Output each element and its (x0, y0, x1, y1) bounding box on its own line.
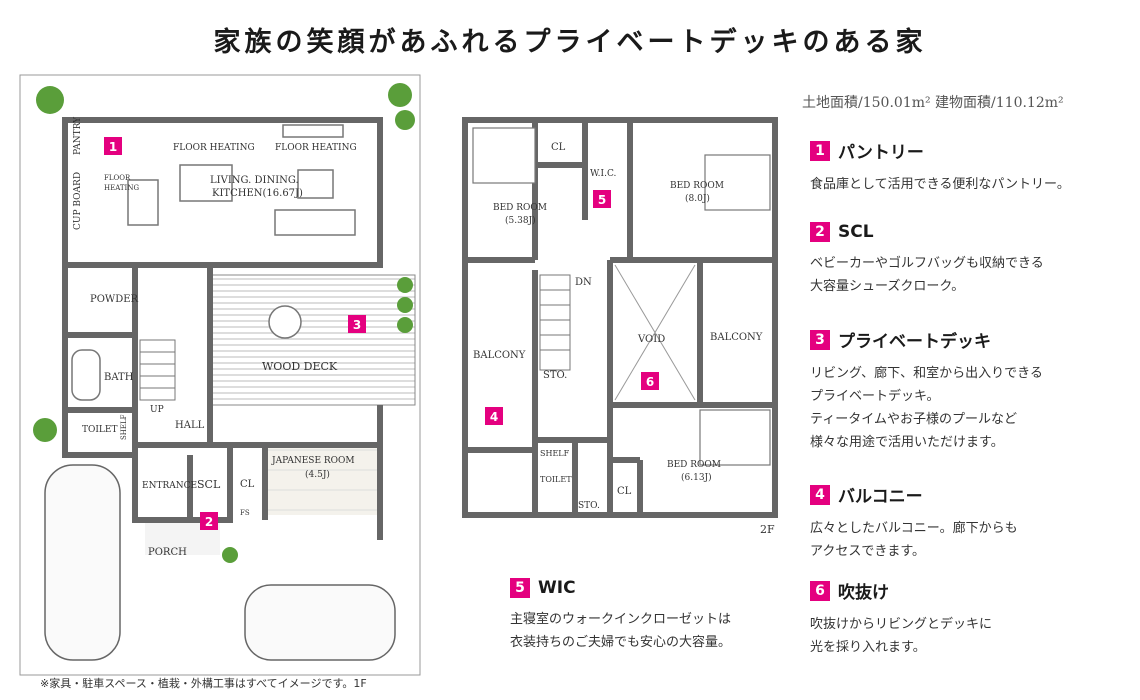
desc-number: 6 (810, 580, 830, 601)
label-bed3-size: (6.13J) (681, 472, 712, 483)
label-cl: CL (240, 479, 255, 490)
label-balcony2: BALCONY (710, 332, 763, 343)
desc-line: 光を採り入れます。 (810, 640, 926, 655)
svg-text:3: 3 (353, 318, 361, 332)
area-info: 土地面積/150.01m² 建物面積/110.12m² (802, 95, 1064, 111)
label-dn: DN (575, 277, 592, 288)
desc-title: プライベートデッキ (838, 332, 991, 352)
marker-3: 3 (348, 315, 366, 333)
label-toilet2: TOILET (540, 475, 572, 484)
floor-2f-label: 2F (760, 523, 775, 536)
label-balcony1: BALCONY (473, 350, 526, 361)
label-floor-heating-1: FLOOR HEATING (173, 143, 255, 153)
label-bed3: BED ROOM (667, 460, 721, 470)
label-porch: PORCH (148, 547, 187, 558)
desc-void: 6 吹抜け 吹抜けからリビングとデッキに光を採り入れます。 (810, 578, 1130, 659)
marker-2: 2 (200, 512, 218, 530)
svg-text:2: 2 (205, 515, 213, 529)
label-entrance: ENTRANCE (142, 481, 197, 491)
label-up: UP (150, 405, 164, 415)
desc-scl: 2 SCL ベビーカーやゴルフバッグも収納できる大容量シューズクローク。 (810, 222, 1130, 298)
desc-line: 吹抜けからリビングとデッキに (810, 617, 993, 632)
desc-number: 4 (810, 484, 830, 505)
desc-title: パントリー (838, 143, 924, 163)
label-japanese-room: JAPANESE ROOM (271, 456, 355, 466)
desc-line: 大容量シューズクローク。 (810, 279, 965, 294)
label-bed1-size: (5.38J) (505, 215, 536, 226)
desc-line: 広々としたバルコニー。廊下からも (810, 521, 1018, 536)
desc-line: ベビーカーやゴルフバッグも収納できる (810, 256, 1044, 271)
desc-number: 5 (510, 578, 530, 598)
label-shelf: SHELF (120, 414, 128, 440)
desc-line: アクセスできます。 (810, 544, 926, 559)
floor-plan-1f: PANTRY FLOOR HEATING FLOOR HEATING FLOOR… (19, 74, 421, 676)
desc-title: バルコニー (838, 487, 923, 507)
desc-line: 衣装持ちのご夫婦でも安心の大容量。 (510, 635, 732, 650)
desc-pantry: 1 パントリー 食品庫として活用できる便利なパントリー。 (810, 138, 1130, 196)
desc-title: 吹抜け (838, 583, 889, 603)
label-shelf2: SHELF (540, 449, 570, 458)
label-fs: FS (240, 509, 250, 517)
label-powder: POWDER (90, 294, 139, 305)
desc-line: 様々な用途で活用いただけます。 (810, 435, 1004, 450)
desc-line: リビング、廊下、和室から出入りできる (810, 366, 1043, 381)
label-cl2: CL (617, 486, 632, 497)
desc-line: 主寝室のウォークインクローゼットは (510, 612, 732, 627)
label-bed2: BED ROOM (670, 181, 724, 191)
label-ldk-2: KITCHEN(16.67J) (212, 188, 303, 199)
marker-1: 1 (104, 137, 122, 155)
svg-text:5: 5 (598, 193, 606, 207)
label-floor-heating-2: FLOOR HEATING (275, 143, 357, 153)
label-japanese-room-size: (4.5J) (305, 469, 330, 480)
label-pantry: PANTRY (73, 116, 83, 155)
svg-text:4: 4 (490, 410, 498, 424)
desc-title: SCL (838, 222, 874, 242)
desc-balcony: 4 バルコニー 広々としたバルコニー。廊下からもアクセスできます。 (810, 482, 1130, 563)
svg-text:1: 1 (109, 140, 117, 154)
label-void: VOID (637, 334, 665, 345)
marker-4: 4 (485, 407, 503, 425)
desc-line: ティータイムやお子様のプールなど (810, 412, 1017, 427)
desc-line: 食品庫として活用できる便利なパントリー。 (810, 177, 1070, 192)
desc-private-deck: 3 プライベートデッキ リビング、廊下、和室から出入りできるプライベートデッキ。テ… (810, 327, 1130, 454)
label-wic: W.I.C. (590, 169, 617, 179)
floor-plan-2f: BED ROOM (5.38J) CL W.I.C. BED ROOM (8.0… (462, 117, 778, 518)
marker-5: 5 (593, 190, 611, 208)
marker-6: 6 (641, 372, 659, 390)
desc-title: WIC (538, 578, 576, 598)
disclaimer-note: ※家具・駐車スペース・植栽・外構工事はすべてイメージです。1F (40, 677, 367, 690)
desc-number: 2 (810, 222, 830, 242)
label-floor-heating-small-1: FLOOR (104, 174, 131, 182)
label-bath: BATH (104, 372, 134, 383)
label-floor-heating-small-2: HEATING (104, 184, 139, 192)
label-toilet: TOILET (82, 425, 118, 435)
label-sto2: STO. (578, 501, 600, 511)
label-scl: SCL (197, 478, 221, 491)
label-bed2-size: (8.0J) (685, 193, 710, 204)
label-cl1: CL (551, 142, 566, 153)
desc-line: プライベートデッキ。 (810, 389, 940, 404)
label-wood-deck: WOOD DECK (262, 360, 338, 373)
label-sto1: STO. (543, 370, 567, 381)
page-title: 家族の笑顔があふれるプライベートデッキのある家 (213, 27, 927, 58)
desc-number: 3 (810, 329, 830, 350)
desc-number: 1 (810, 140, 830, 161)
label-bed1: BED ROOM (493, 203, 547, 213)
label-cup-board: CUP BOARD (73, 172, 83, 230)
desc-wic: 5 WIC 主寝室のウォークインクローゼットは衣装持ちのご夫婦でも安心の大容量。 (510, 578, 830, 654)
label-ldk-1: LIVING. DINING. (210, 175, 299, 186)
label-hall: HALL (175, 420, 205, 431)
svg-text:6: 6 (646, 375, 654, 389)
